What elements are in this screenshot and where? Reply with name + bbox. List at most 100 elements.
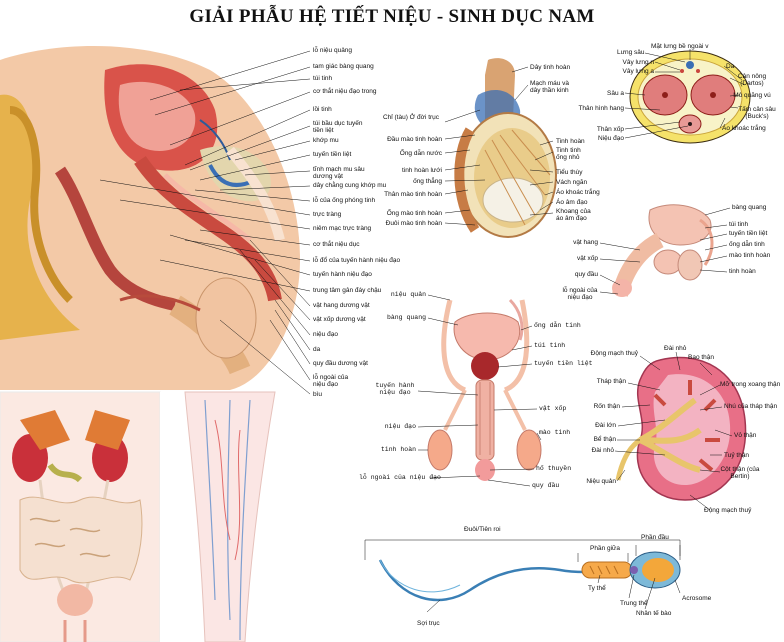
label-sagittal-8: tuyến tiền liệt — [313, 151, 352, 158]
label-sagittal-19: vật xốp dương vật — [313, 316, 366, 323]
label-side-3: tuyến tiền liệt — [729, 230, 768, 237]
kidney-leader-lines — [614, 351, 733, 511]
label-side-8: vật xốp — [577, 255, 598, 262]
label-sagittal-3: túi tinh — [313, 75, 333, 82]
frontal-view-illustration — [427, 298, 542, 481]
label-side-10: lỗ ngoài của niệu đạo — [562, 287, 598, 301]
label-frontal-l1: niệu quản — [390, 291, 426, 298]
label-testis-l7: Ống mào tinh hoàn — [386, 210, 442, 217]
label-cross-l5: Thân xốp — [596, 126, 624, 133]
label-testis-r9: Khoang của áo âm đạo — [556, 208, 591, 222]
label-kidney-r6: Động mạch thuỷ — [704, 507, 752, 514]
sagittal-leader-lines — [99, 50, 311, 395]
label-sagittal-12: trực tràng — [313, 211, 342, 218]
label-kidney-t1: Đài nhỏ — [664, 345, 687, 352]
label-kidney-l7: Niệu quản — [586, 478, 616, 485]
label-side-2: túi tinh — [729, 221, 749, 228]
label-testis-r2: Mạch máu và dây thần kinh — [530, 80, 570, 94]
label-sagittal-11: lỗ của ống phóng tinh — [313, 197, 376, 204]
frontal-leader-lines — [417, 294, 542, 487]
label-cross-t2: Mặt lưng bề ngoài v — [651, 43, 709, 50]
label-testis-r4: Tinh tinh ống nhỏ — [556, 147, 581, 161]
label-cross-r1: Da — [726, 63, 735, 70]
label-sperm-7: Acrosome — [682, 595, 712, 602]
label-frontal-r1: ống dẫn tinh — [534, 322, 581, 329]
label-testis-l4: tinh hoàn lưới — [401, 167, 442, 174]
label-sagittal-14: cơ thắt niệu dục — [313, 241, 360, 248]
label-sagittal-24: bìu — [313, 391, 323, 398]
testis-leader-lines — [444, 66, 554, 226]
label-testis-r1: Dây tinh hoàn — [530, 64, 571, 71]
label-cross-r5: Áo khoác trắng — [722, 125, 766, 132]
label-sagittal-15: lỗ đổ của tuyến hành niệu đạo — [313, 257, 401, 264]
label-cross-l4: Thân hình hang — [578, 105, 624, 112]
label-sagittal-1: lỗ niệu quảng — [313, 47, 353, 54]
label-sagittal-4: cơ thắt niệu đạo trong — [313, 88, 377, 95]
label-kidney-r4: Tuỷ thận — [724, 452, 750, 459]
label-kidney-r2: Nhú của tháp thận — [724, 403, 778, 410]
sperm-illustration — [378, 551, 681, 602]
label-frontal-l6: lỗ ngoài của niệu đạo — [359, 474, 441, 481]
label-side-1: bàng quang — [732, 204, 767, 211]
label-sagittal-7: khớp mu — [313, 137, 339, 144]
poster-title: GIẢI PHẪU HỆ TIẾT NIỆU - SINH DỤC NAM — [189, 6, 595, 27]
label-kidney-t2: Bao thận — [688, 354, 715, 361]
cross-section-illustration — [629, 50, 751, 144]
label-kidney-l5: Bể thận — [593, 436, 616, 443]
label-side-6: tinh hoàn — [729, 268, 756, 275]
label-sagittal-5: lồi tinh — [313, 106, 332, 113]
label-sagittal-16: tuyến hành niệu đạo — [313, 271, 372, 278]
label-testis-l8: Đuôi mào tinh hoàn — [385, 220, 442, 227]
label-sperm-1: Đuôi/Tiên roi — [464, 526, 501, 533]
label-kidney-l6: Đài nhỏ — [591, 447, 614, 454]
label-frontal-l5: tinh hoàn — [380, 446, 416, 453]
label-testis-r8: Áo âm đạo — [556, 199, 588, 206]
label-testis-r3: Tinh hoàn — [556, 138, 585, 145]
label-kidney-l1: Động mạch thuỷ — [590, 350, 638, 357]
label-side-4: ống dẫn tinh — [729, 241, 765, 248]
label-frontal-r5: mào tinh — [539, 429, 571, 436]
label-sagittal-13: niêm mạc trực tràng — [313, 225, 372, 232]
label-side-7: vật hang — [573, 239, 598, 246]
label-cross-l1: Vây lưng n — [622, 59, 654, 66]
label-cross-l6: Niệu đạo — [597, 135, 624, 142]
label-sagittal-6: túi bầu dục tuyến tiền liệt — [313, 120, 363, 134]
label-sperm-8: Sợi trục — [417, 620, 440, 627]
label-cross-t1: Lưng sâu — [617, 49, 645, 56]
label-sagittal-20: niệu đạo — [313, 331, 338, 338]
label-testis-l1: Chỉ (tàu) Ở đời trục — [382, 114, 440, 121]
label-sagittal-21: da — [313, 346, 321, 353]
label-testis-l2: Đầu mào tinh hoàn — [387, 136, 442, 143]
label-cross-r2: Cân nông (Dartos) — [737, 73, 767, 87]
label-frontal-r6: hố thuyền — [536, 465, 572, 472]
cross-leader-lines — [624, 49, 746, 139]
label-sagittal-22: quy đầu dương vật — [313, 360, 368, 367]
label-testis-l5: ống thẳng — [413, 178, 442, 185]
side-leader-lines — [599, 207, 731, 295]
label-sagittal-10: dây chằng cung khớp mu — [313, 182, 387, 189]
label-testis-l3: Ống dẫn nước — [399, 150, 442, 157]
label-sperm-5: Trung thể — [620, 600, 648, 607]
abdomen-illustration — [0, 391, 161, 642]
label-sagittal-18: vật hang dương vật — [313, 302, 370, 309]
label-frontal-l3: tuyến hành niệu đạo — [375, 382, 415, 396]
label-cross-l3: Sâu a — [607, 90, 624, 97]
label-frontal-r4: vật xốp — [539, 405, 567, 412]
side-view-illustration — [612, 204, 714, 297]
label-kidney-r1: Mỡ trong xoang thận — [720, 381, 781, 388]
label-testis-r5: Tiểu thùy — [556, 169, 583, 176]
label-frontal-l4: niệu đạo — [384, 423, 416, 430]
label-testis-r6: Vách ngăn — [556, 179, 588, 186]
label-kidney-r3: Vỏ thận — [734, 432, 757, 439]
kidney-illustration — [615, 356, 747, 501]
label-testis-r7: Áo khoác trắng — [556, 189, 600, 196]
label-cross-r4: Tấm cân sâu (Buck's) — [738, 106, 776, 120]
label-side-9: quy đầu — [574, 271, 598, 278]
label-kidney-l3: Rốn thận — [593, 403, 620, 410]
label-sagittal-17: trung tâm gân đáy chậu — [313, 287, 382, 294]
label-sagittal-23: lỗ ngoài của niệu đạo — [313, 374, 349, 388]
label-frontal-r7: quy đầu — [532, 482, 560, 489]
label-sperm-6: Nhân tế bào — [636, 610, 672, 617]
label-testis-l6: Thân mào tinh hoàn — [384, 191, 442, 198]
